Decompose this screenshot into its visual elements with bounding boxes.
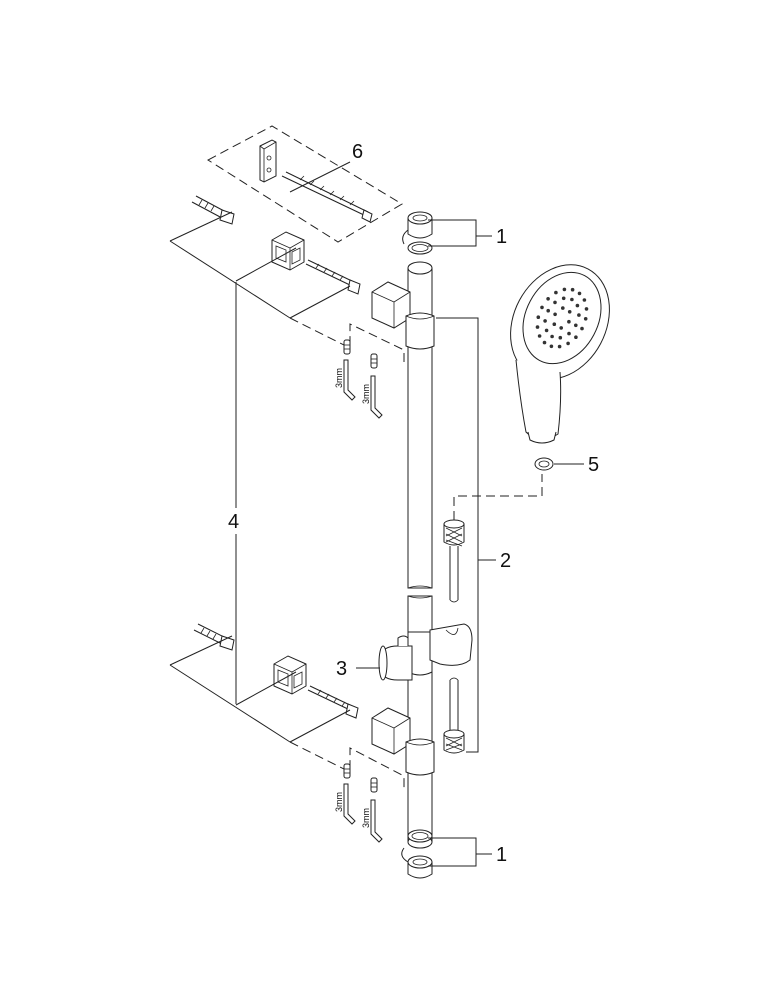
spray-nozzle — [553, 300, 557, 305]
callout-1-bottom: 1 — [496, 844, 507, 866]
callout-5: 5 — [588, 454, 599, 476]
small-wall-block — [259, 139, 277, 183]
tool-size-label: 3mm — [361, 384, 371, 404]
spray-nozzle — [558, 335, 563, 340]
spray-nozzle — [552, 322, 557, 327]
spray-nozzle — [583, 317, 588, 321]
callout-3: 3 — [336, 658, 347, 680]
hand-shower-head — [510, 264, 610, 444]
spray-nozzle — [567, 319, 571, 324]
upper-hex-key-right: 3mm — [361, 353, 383, 419]
bottom-end-cap — [401, 829, 433, 879]
spray-nozzle — [543, 319, 547, 323]
lower-wall-plug — [193, 623, 235, 651]
spray-nozzle — [567, 310, 572, 314]
spray-nozzle — [561, 306, 565, 310]
spray-nozzle — [570, 297, 574, 302]
spray-nozzle — [559, 326, 563, 330]
upper-rail-bracket — [371, 281, 435, 350]
spray-nozzle — [574, 323, 578, 328]
spray-nozzle — [553, 312, 557, 317]
spray-nozzle — [542, 340, 547, 345]
callout-1-top: 1 — [496, 226, 507, 248]
tool-size-label: 3mm — [334, 368, 344, 388]
spray-nozzle — [540, 305, 544, 310]
spray-nozzle — [566, 341, 570, 346]
spray-nozzle — [575, 303, 580, 308]
upper-bracket-block — [271, 231, 305, 271]
spray-nozzle — [567, 331, 571, 336]
spray-nozzle — [557, 344, 562, 349]
upper-hex-key-left: 3mm — [334, 339, 356, 401]
tool-size-label: 3mm — [334, 792, 344, 812]
long-screw-6 — [281, 171, 373, 223]
spray-nozzle — [546, 308, 550, 313]
spray-nozzle — [574, 335, 578, 340]
tool-size-label: 3mm — [361, 808, 371, 828]
upper-screw — [305, 259, 361, 295]
spray-nozzle — [577, 313, 581, 317]
spray-nozzles — [535, 287, 589, 349]
spray-nozzle — [546, 297, 550, 301]
spray-nozzle — [584, 307, 589, 311]
spray-nozzle — [582, 298, 587, 302]
upper-wall-plug — [191, 195, 235, 225]
lower-screw — [307, 685, 359, 719]
lower-rail-bracket — [371, 707, 435, 776]
shower-hose — [443, 474, 543, 754]
callout-6: 6 — [352, 141, 363, 163]
spray-nozzle — [562, 287, 567, 292]
spray-nozzle — [550, 334, 554, 339]
lower-hex-key-left: 3mm — [334, 763, 356, 825]
accessory-box-6 — [207, 125, 403, 243]
spray-nozzle — [537, 334, 542, 338]
spray-nozzle — [580, 326, 584, 331]
top-end-cap — [402, 211, 433, 255]
spray-nozzle — [561, 296, 566, 301]
spray-nozzle — [544, 328, 549, 333]
spray-nozzle — [535, 325, 540, 329]
spray-nozzle — [549, 344, 554, 349]
callout-2: 2 — [500, 550, 511, 572]
lower-hex-key-right: 3mm — [361, 777, 383, 843]
spray-nozzle — [570, 287, 575, 292]
spray-nozzle — [554, 290, 558, 295]
callout-4: 4 — [228, 511, 239, 533]
spray-nozzle — [577, 291, 582, 296]
rail-slider — [378, 623, 473, 681]
flow-regulator — [534, 457, 554, 471]
spray-nozzle — [536, 315, 541, 320]
